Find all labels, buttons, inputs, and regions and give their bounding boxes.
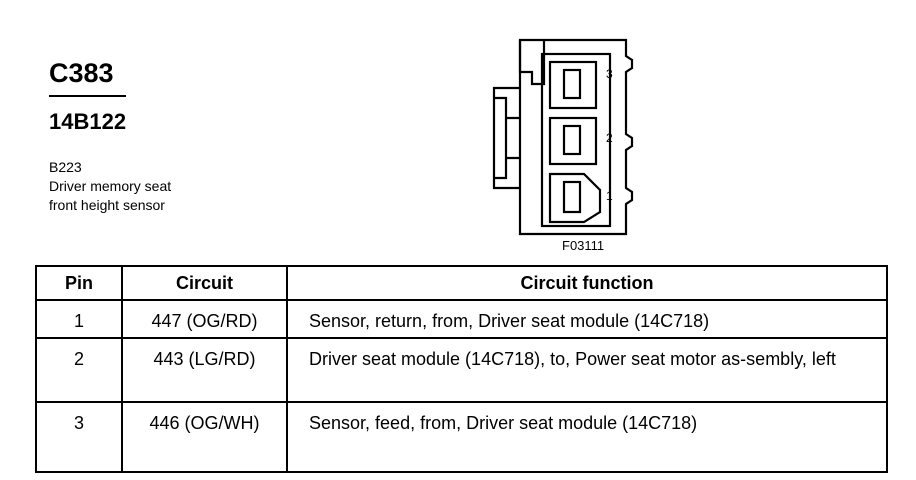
figure-code: F03111 (562, 238, 605, 253)
header-pin: Pin (35, 265, 123, 301)
cell-pin: 3 (35, 401, 123, 473)
connector-id: C383 (49, 58, 114, 88)
connector-cavity (540, 52, 612, 228)
cell-function: Sensor, feed, from, Driver seat module (… (286, 401, 888, 473)
location-code: B223 (49, 159, 82, 175)
table-header-row: Pin Circuit Circuit function (35, 265, 888, 301)
cell-circuit: 446 (OG/WH) (121, 401, 288, 473)
terminal-slot-2 (548, 116, 598, 166)
cell-pin: 2 (35, 337, 123, 403)
title-underline (49, 95, 126, 97)
connector-top-tab (518, 40, 546, 86)
table-row: 3 446 (OG/WH) Sensor, feed, from, Driver… (35, 401, 888, 473)
part-number: 14B122 (49, 109, 127, 134)
pin-label-2: 2 (606, 131, 613, 145)
connector-latch (492, 86, 520, 190)
description-line-1: Driver memory seat (49, 178, 172, 194)
header-circuit: Circuit (121, 265, 288, 301)
connector-body-outline (518, 38, 634, 236)
cell-circuit: 443 (LG/RD) (121, 337, 288, 403)
terminal-3 (562, 68, 582, 100)
pin-label-3: 3 (606, 67, 613, 81)
header-function: Circuit function (286, 265, 888, 301)
terminal-2 (562, 124, 582, 156)
cell-circuit: 447 (OG/RD) (121, 299, 288, 339)
terminal-1 (562, 180, 582, 214)
connector-description: B223 Driver memory seat front height sen… (49, 158, 171, 215)
cell-function: Driver seat module (14C718), to, Power s… (286, 337, 888, 403)
pin-label-1: 1 (606, 189, 613, 203)
cell-function: Sensor, return, from, Driver seat module… (286, 299, 888, 339)
table-row: 2 443 (LG/RD) Driver seat module (14C718… (35, 337, 888, 403)
description-line-2: front height sensor (49, 197, 165, 213)
table-row: 1 447 (OG/RD) Sensor, return, from, Driv… (35, 299, 888, 339)
pinout-table: Pin Circuit Circuit function 1 447 (OG/R… (35, 265, 888, 473)
cell-pin: 1 (35, 299, 123, 339)
terminal-slot-3 (548, 60, 598, 110)
connector-face-diagram: 3 2 1 (492, 38, 634, 236)
terminal-slot-1 (548, 172, 602, 224)
